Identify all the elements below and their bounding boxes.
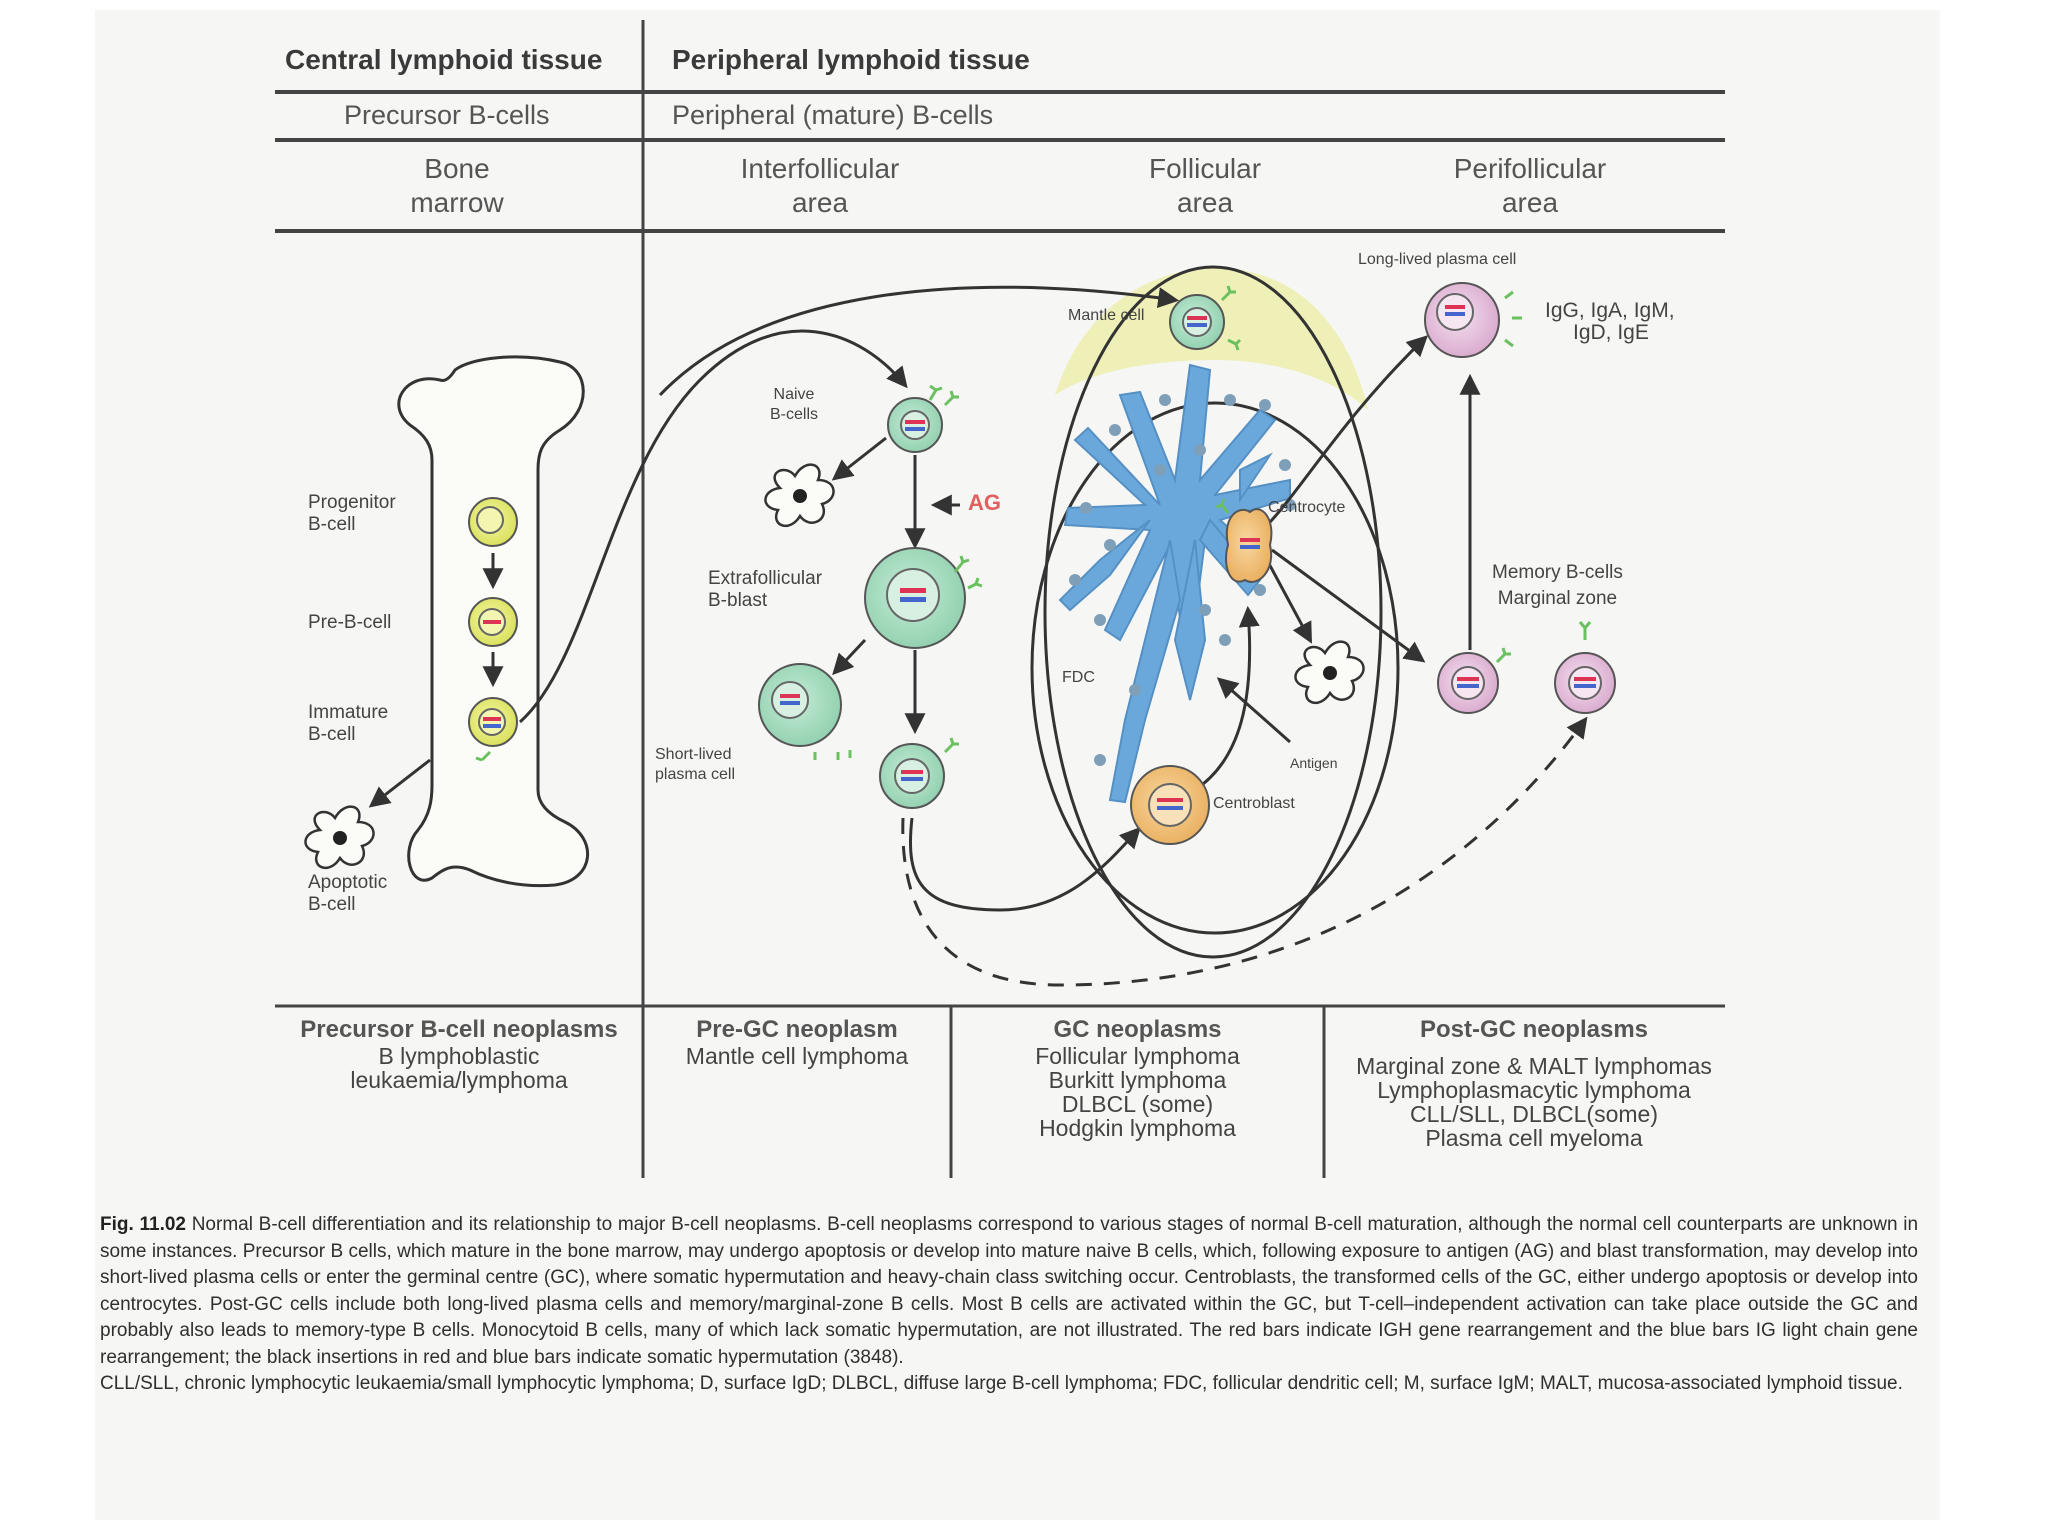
- follicle-outer: [1043, 265, 1383, 959]
- figure-background: [95, 10, 1940, 1520]
- germinal-centre: [1030, 401, 1400, 935]
- neoplasm-column-pre-gc: Pre-GC neoplasm Mantle cell lymphoma: [643, 1016, 951, 1068]
- fdc-cell: [1058, 363, 1291, 804]
- receptor-marks: [475, 285, 1592, 762]
- naive-b-cell: [887, 397, 943, 453]
- label-mantle-cell: Mantle cell: [1068, 307, 1145, 324]
- circulating-b-cell: [879, 743, 945, 809]
- header-central: Central lymphoid tissue: [285, 44, 603, 75]
- extrafollicular-b-blast: [864, 547, 966, 649]
- progenitor-cell: [468, 497, 518, 547]
- connections: [368, 285, 1588, 987]
- label-fdc: FDC: [1062, 669, 1095, 686]
- header-mature: Peripheral (mature) B-cells: [672, 100, 994, 130]
- mantle-cell: [1169, 294, 1225, 350]
- short-lived-plasma-cell: [758, 663, 842, 747]
- header-precursor: Precursor B-cells: [344, 100, 550, 130]
- label-pre-b-cell: Pre-B-cell: [308, 612, 392, 633]
- label-antigen: Antigen: [1290, 755, 1338, 771]
- memory-b-cell: [1437, 652, 1499, 714]
- label-long-lived: Long-lived plasma cell: [1358, 251, 1517, 268]
- label-immunoglobulins: IgG, IgA, IgM,IgD, IgE: [1545, 299, 1675, 344]
- figure-caption: Fig. 11.02 Normal B-cell differentiation…: [100, 1212, 1918, 1398]
- label-centrocyte: Centrocyte: [1268, 499, 1346, 516]
- label-ag: AG: [968, 490, 1001, 515]
- centrocyte: [1225, 508, 1273, 583]
- label-centroblast: Centroblast: [1213, 795, 1295, 812]
- immature-b-cell: [468, 697, 518, 747]
- table-lines: [275, 20, 1725, 1178]
- pre-b-cell: [468, 597, 518, 647]
- marginal-zone-b-cell: [1554, 652, 1616, 714]
- long-lived-plasma-cell: [1424, 282, 1500, 358]
- caption-text: Normal B-cell differentiation and its re…: [100, 1214, 1919, 1368]
- neoplasm-heading: Pre-GC neoplasm: [696, 1016, 898, 1043]
- neoplasm-column-gc: GC neoplasms Follicular lymphoma Burkitt…: [951, 1016, 1324, 1140]
- neoplasm-heading: Precursor B-cell neoplasms: [300, 1016, 618, 1043]
- centroblast: [1130, 765, 1210, 845]
- neoplasm-heading: GC neoplasms: [1053, 1016, 1222, 1043]
- neoplasm-column-precursor: Precursor B-cell neoplasms B lymphoblast…: [275, 1016, 643, 1092]
- caption-abbreviations: CLL/SLL, chronic lymphocytic leukaemia/s…: [100, 1373, 1903, 1394]
- neoplasm-heading: Post-GC neoplasms: [1419, 1016, 1649, 1043]
- figure-label: Fig. 11.02: [100, 1214, 186, 1235]
- header-peripheral: Peripheral lymphoid tissue: [672, 44, 1030, 75]
- neoplasm-column-post-gc: Post-GC neoplasms Marginal zone & MALT l…: [1324, 1016, 1744, 1150]
